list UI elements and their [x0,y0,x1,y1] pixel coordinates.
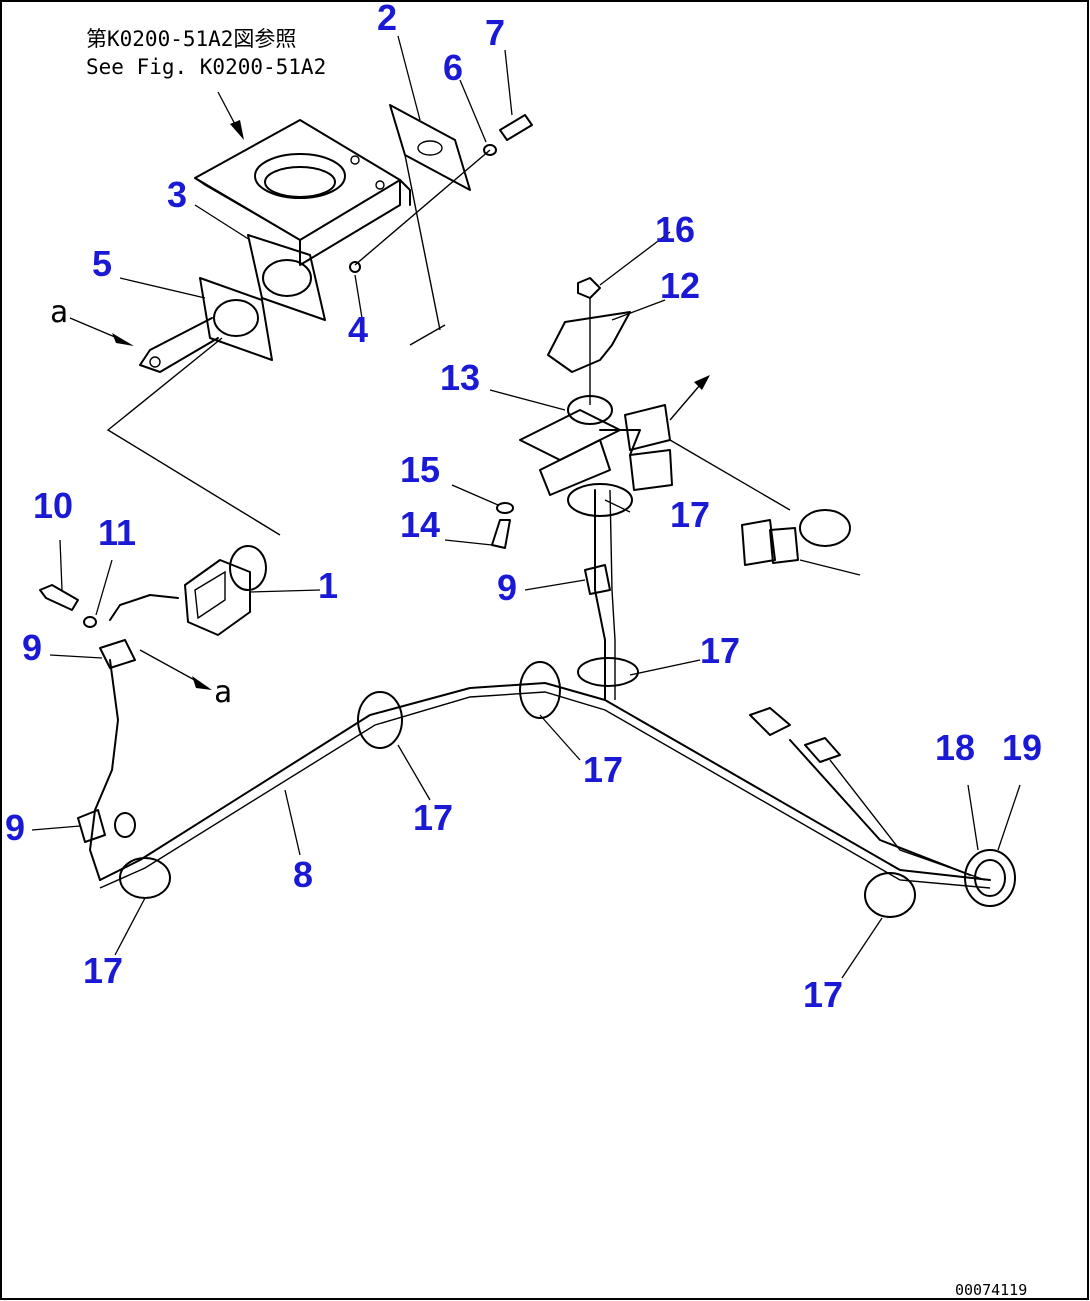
callout-9-left-bottom: 9 [5,807,25,848]
assembly-line [106,337,281,536]
band-tie-3 [519,661,561,719]
callout-12: 12 [660,265,700,306]
callout-1: 1 [318,565,338,606]
callout-17-left: 17 [83,950,123,991]
relay-lead [799,559,861,576]
callout-19: 19 [1002,727,1042,768]
band-tie-relay [799,509,851,547]
bracket-12 [547,311,631,373]
clip-9-center [584,564,611,595]
reference-note-english: See Fig. K0200-51A2 [86,55,326,79]
nut-4 [349,261,361,273]
washer-11 [83,616,97,628]
reference-note-japanese: 第K0200-51A2図参照 [86,27,296,51]
drawing-number: 00074119 [955,1281,1027,1299]
band-tie-5 [567,483,633,517]
callout-5: 5 [92,243,112,284]
callout-14: 14 [400,504,440,545]
band-tie-6 [864,872,916,918]
bolt-axis-line [354,149,491,266]
bolt-14 [491,519,511,549]
callout-9-left-top: 9 [22,627,42,668]
callout-16: 16 [655,209,695,250]
clip-9-left-bottom [77,809,106,843]
callout-17-center: 17 [413,797,453,838]
callout-15: 15 [400,449,440,490]
callout-11: 11 [98,512,136,553]
view-letter-a-bottom: a [214,675,232,710]
bolt-7 [499,114,533,141]
view-letter-a-top: a [50,295,68,330]
callout-17-right: 17 [803,974,843,1015]
grommet [964,849,1016,907]
band-tie-1 [119,857,171,899]
callout-4: 4 [348,309,368,350]
callout-13: 13 [440,357,480,398]
view-arrowhead-bottom [192,676,212,690]
view-arrow-top [69,317,123,341]
gasket [247,234,326,321]
grommet-inner [974,859,1006,897]
wiring-harness [89,489,991,889]
clip-9-left-top [99,639,136,669]
band-tie-2 [357,691,403,749]
connector-right-2 [804,737,841,763]
washer-6 [483,144,497,156]
callout-3: 3 [167,174,187,215]
sensor-switch [109,545,267,636]
connector-right-1 [749,707,791,736]
callout-7: 7 [485,12,505,53]
connector-relay-1 [741,519,776,566]
relay-assembly [519,375,791,511]
washer-15 [496,502,514,514]
callout-10: 10 [33,485,73,526]
harness-plug [114,812,136,838]
reference-arrowhead [230,120,244,140]
flange-gasket [139,277,273,373]
view-arrowhead-top [112,333,134,346]
callout-8: 8 [293,854,313,895]
callout-9-center: 9 [497,567,517,608]
band-tie-4 [577,657,639,687]
callout-6: 6 [443,47,463,88]
leader-lines [31,35,1021,979]
cover-plate [389,104,471,346]
callout-17-mid: 17 [583,749,623,790]
callout-2: 2 [377,0,397,38]
bolt-10 [39,584,79,611]
nut-16 [577,277,601,299]
mounting-bracket [194,119,411,266]
callout-17-junction: 17 [700,630,740,671]
callout-18: 18 [935,727,975,768]
connector-relay-2 [769,527,799,564]
view-arrow-bottom [139,649,201,684]
callout-17-relay: 17 [670,494,710,535]
